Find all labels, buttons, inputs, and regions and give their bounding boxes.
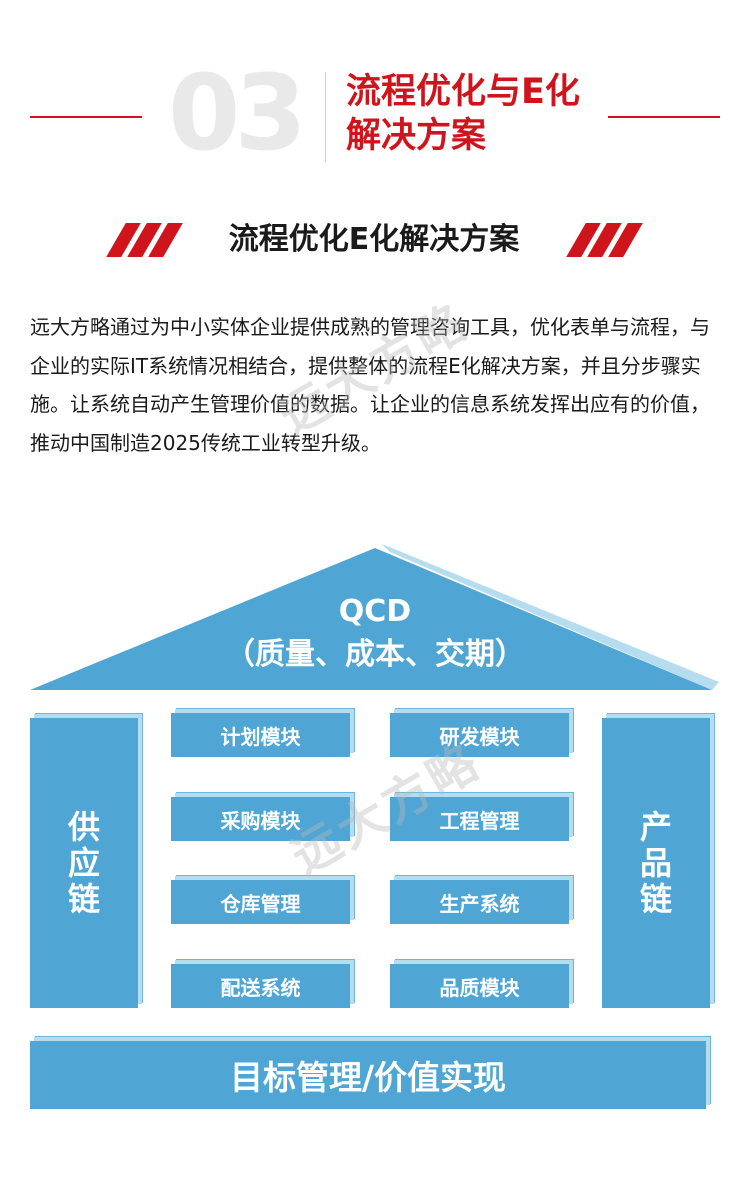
intro-paragraph: 远大方略通过为中小实体企业提供成熟的管理咨询工具，优化表单与流程，与企业的实际I… bbox=[30, 315, 710, 455]
pillar-supply-chain-label: 供应链 bbox=[67, 808, 100, 918]
module-warehouse: 仓库管理 bbox=[171, 880, 350, 924]
module-plan: 计划模块 bbox=[171, 713, 350, 757]
module-production: 生产系统 bbox=[390, 880, 569, 924]
module-engineering: 工程管理 bbox=[390, 797, 569, 841]
module-quality: 品质模块 bbox=[390, 964, 569, 1008]
section-title: 流程优化与E化解决方案 bbox=[346, 72, 580, 156]
section-number: 03 bbox=[168, 52, 307, 174]
header-separator bbox=[325, 72, 326, 162]
pillar-product-chain: 产品链 bbox=[602, 718, 710, 1008]
roof-subtitle: （质量、成本、交期） bbox=[225, 637, 525, 672]
subtitle: 流程优化E化解决方案 bbox=[228, 222, 520, 257]
module-rnd: 研发模块 bbox=[390, 713, 569, 757]
roof-title: QCD bbox=[338, 594, 412, 629]
module-delivery: 配送系统 bbox=[171, 964, 350, 1008]
base-goal-value: 目标管理/价值实现 bbox=[30, 1041, 706, 1109]
pillar-product-chain-label: 产品链 bbox=[639, 808, 672, 918]
roof-shape bbox=[30, 544, 719, 690]
pillar-supply-chain: 供应链 bbox=[30, 718, 138, 1008]
module-purchase: 采购模块 bbox=[171, 797, 350, 841]
header-rule-right bbox=[608, 116, 720, 118]
header-rule-left bbox=[30, 116, 142, 118]
